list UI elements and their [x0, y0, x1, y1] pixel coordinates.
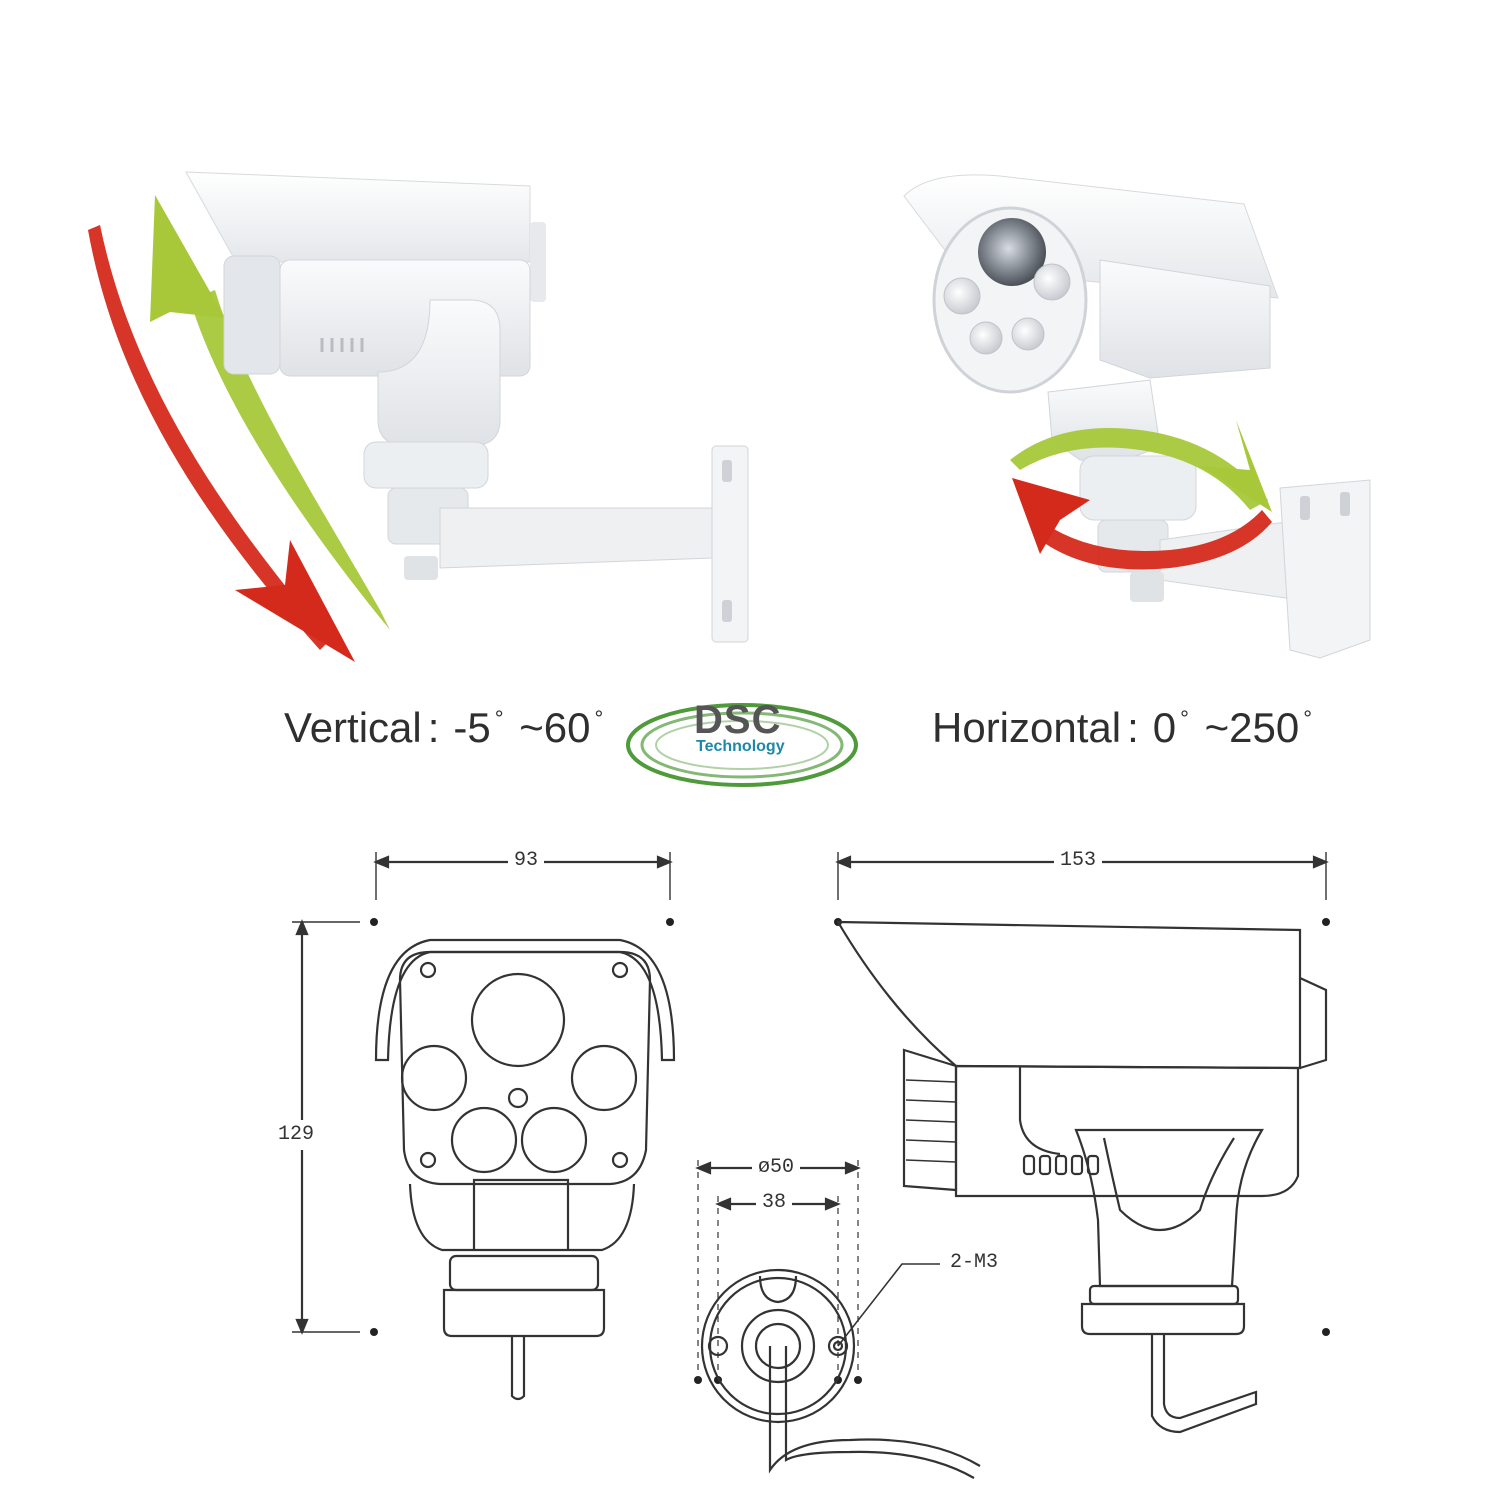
degree-symbol: °: [1303, 706, 1313, 731]
front-view-drawing: [374, 938, 676, 1401]
ir-led-icon: [969, 321, 1003, 355]
logo-main-text: DSC: [694, 698, 782, 742]
camera-side-photo: [185, 171, 749, 643]
base-diameter-label: ø50: [752, 1157, 801, 1179]
mount-screws-label: 2-M3: [950, 1251, 999, 1274]
base-hole-spacing-label: 38: [756, 1192, 793, 1214]
tilt-up-arrow-icon: [190, 290, 390, 630]
vertical-tilt-illustration: [88, 171, 749, 662]
base-view-drawing: [695, 1160, 981, 1479]
horizontal-max: ~250: [1204, 704, 1300, 751]
pan-red-arrowhead-icon: [1012, 478, 1090, 554]
logo-sub-text: Technology: [696, 738, 785, 755]
dimension-drawings: [292, 852, 1330, 1479]
horizontal-min: 0: [1152, 704, 1177, 751]
horizontal-pan-illustration: [903, 174, 1371, 659]
vertical-range-caption: Vertical:-5° ~60°: [284, 704, 607, 752]
front-lens-icon: [470, 972, 566, 1068]
horizontal-range-caption: Horizontal:0° ~250°: [932, 704, 1316, 752]
vertical-max: ~60: [519, 704, 591, 751]
front-led-icon: [400, 1044, 468, 1112]
pan-red-arrow-icon: [1040, 510, 1272, 570]
ir-led-icon: [1011, 317, 1045, 351]
front-led-icon: [570, 1044, 638, 1112]
lens-icon: [978, 218, 1046, 286]
front-width-label: 93: [508, 850, 545, 872]
tilt-down-arrowhead-icon: [235, 540, 355, 662]
degree-symbol: °: [594, 706, 604, 731]
camera-front-photo: [903, 174, 1371, 659]
vertical-label: Vertical: [284, 704, 422, 751]
front-led-icon: [450, 1106, 518, 1174]
screw-hole-icon: [827, 1335, 849, 1357]
ir-led-icon: [1033, 263, 1071, 301]
vertical-min: -5: [453, 704, 491, 751]
tilt-up-arrowhead-icon: [150, 195, 225, 322]
vertical-separator: :: [427, 704, 440, 751]
ir-led-icon: [943, 277, 981, 315]
dsc-technology-logo: DSC Technology: [624, 698, 860, 790]
pan-green-arrowhead-icon: [1200, 420, 1272, 512]
horizontal-label: Horizontal: [932, 704, 1122, 751]
horizontal-separator: :: [1127, 704, 1139, 751]
screw-hole-icon: [707, 1335, 729, 1357]
logo-rings: [626, 703, 858, 787]
front-height-label: 129: [278, 1120, 315, 1150]
degree-symbol: °: [1180, 706, 1189, 731]
side-view-drawing: [836, 920, 1328, 1434]
degree-symbol: °: [494, 706, 504, 731]
front-led-icon: [520, 1106, 588, 1174]
pan-green-arrow-icon: [1010, 428, 1268, 510]
side-length-label: 153: [1054, 850, 1103, 872]
